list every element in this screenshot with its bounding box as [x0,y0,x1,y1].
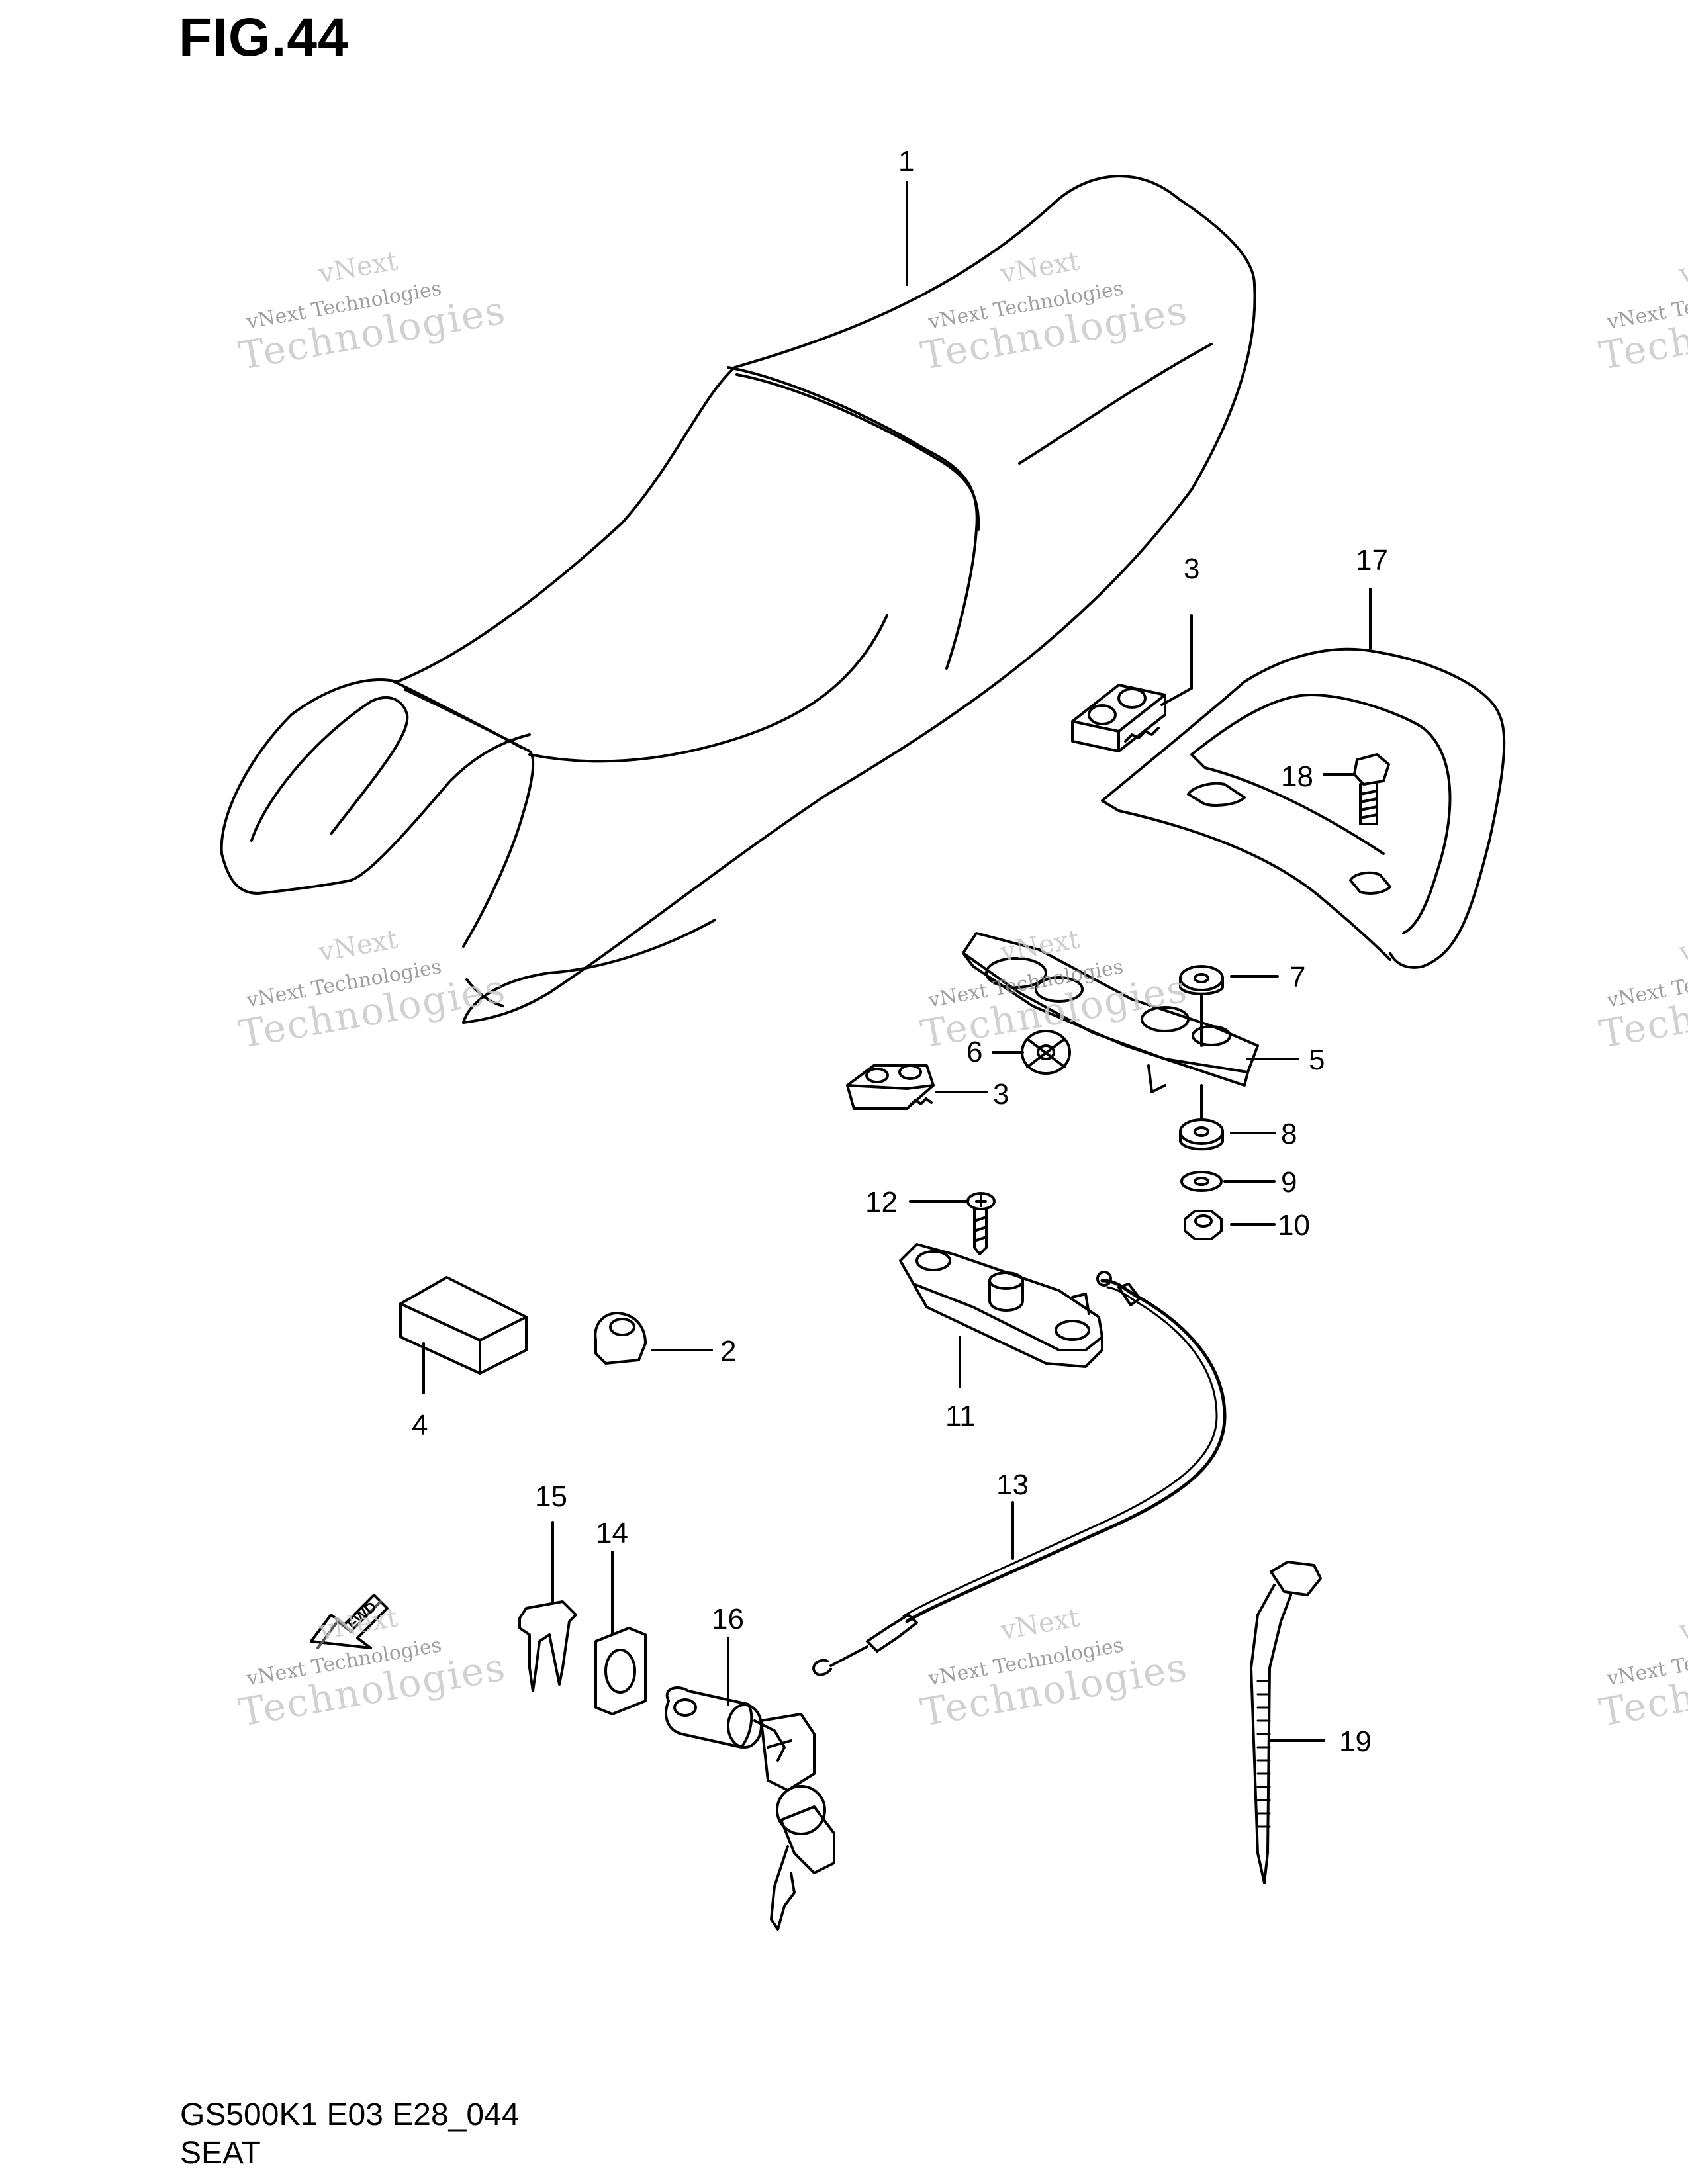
callout-11: 11 [945,1400,976,1432]
spring-clip-part-15 [518,1521,577,1692]
callout-16: 16 [712,1603,744,1635]
callout-5: 5 [1309,1044,1325,1076]
washer-part-9 [1180,1171,1276,1192]
nut-part-10 [1184,1210,1276,1240]
grommet-part-6 [992,1030,1071,1075]
callout-6: 6 [966,1036,983,1068]
rubber-part-3-lower [846,1064,988,1110]
callout-14: 14 [596,1517,628,1549]
figure-name: SEAT [180,2136,261,2171]
washer-part-7 [1179,965,1279,1047]
callout-15: 15 [535,1480,567,1513]
callout-3-upper: 3 [1184,553,1200,585]
callout-12: 12 [865,1186,898,1218]
callout-13: 13 [996,1469,1029,1501]
fwd-arrow-icon [310,1594,389,1649]
cable-part-13 [812,1271,1227,1676]
callout-1: 1 [898,145,915,177]
figure-code: GS500K1 E03 E28_044 [180,2097,520,2132]
lock-part-16 [665,1637,835,1931]
grab-rail-part-17 [1101,588,1506,969]
callout-8: 8 [1281,1118,1297,1150]
rubber-part-3-upper [1071,614,1193,752]
callout-18: 18 [1281,760,1313,793]
lock-bracket-part-11 [899,1243,1103,1388]
callout-19: 19 [1339,1725,1372,1758]
figure-title: FIG.44 [179,7,349,68]
seat-part-1 [220,175,1256,1024]
callout-4: 4 [412,1409,428,1441]
callout-7: 7 [1289,961,1306,993]
bracket-part-5 [962,932,1299,1093]
screw-part-12 [909,1192,996,1255]
plate-part-14 [594,1551,647,1715]
clip-nut-part-2 [594,1312,713,1365]
washer-part-8 [1179,1084,1276,1151]
callout-10: 10 [1278,1209,1310,1242]
pad-part-4 [399,1276,528,1394]
callout-17: 17 [1356,544,1388,576]
callout-9: 9 [1281,1166,1297,1199]
callout-2: 2 [720,1335,737,1367]
bolt-part-18 [1323,753,1390,825]
cable-tie-part-19 [1250,1561,1325,1884]
callout-3-lower: 3 [993,1078,1009,1111]
